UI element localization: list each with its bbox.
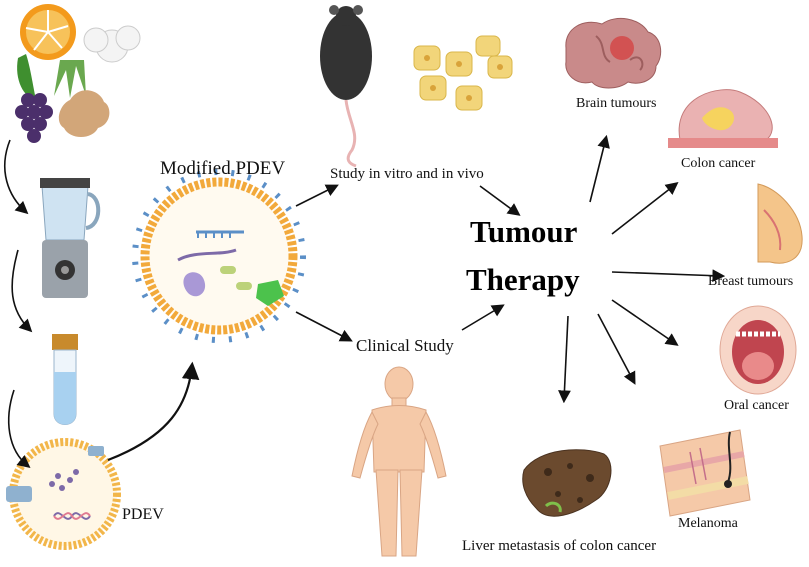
fruit-vegetable-icon [15, 4, 141, 143]
breast-tumours-label: Breast tumours [708, 274, 794, 289]
tumour-therapy-title-line2: Therapy [466, 262, 580, 297]
mouse-icon [320, 5, 372, 168]
colon-cancer-label: Colon cancer [681, 156, 756, 171]
liver-metastasis-label: Liver metastasis of colon cancer [462, 538, 657, 554]
test-tube-icon [52, 334, 78, 425]
modified-vesicle-icon [132, 169, 306, 343]
vesicle-icon [6, 438, 121, 550]
cells-icon [413, 35, 513, 111]
melanoma-label: Melanoma [678, 516, 738, 531]
modified-pdev-label: Modified PDEV [160, 158, 286, 179]
brain-tumours-label: Brain tumours [576, 96, 657, 111]
human-body-icon [351, 366, 447, 557]
breast-icon [757, 183, 803, 264]
colon-icon [668, 89, 778, 148]
pdev-label: PDEV [122, 506, 164, 523]
brain-icon [565, 17, 662, 89]
skin-icon [659, 429, 751, 517]
arrows [3, 134, 726, 469]
mouth-icon [719, 305, 797, 395]
liver-icon [522, 449, 612, 517]
clinical-study-label: Clinical Study [356, 336, 454, 355]
study-vitro-vivo-label: Study in vitro and in vivo [330, 166, 484, 182]
blender-icon [40, 178, 101, 298]
oral-cancer-label: Oral cancer [724, 398, 789, 413]
tumour-therapy-title-line1: Tumour [470, 214, 578, 249]
